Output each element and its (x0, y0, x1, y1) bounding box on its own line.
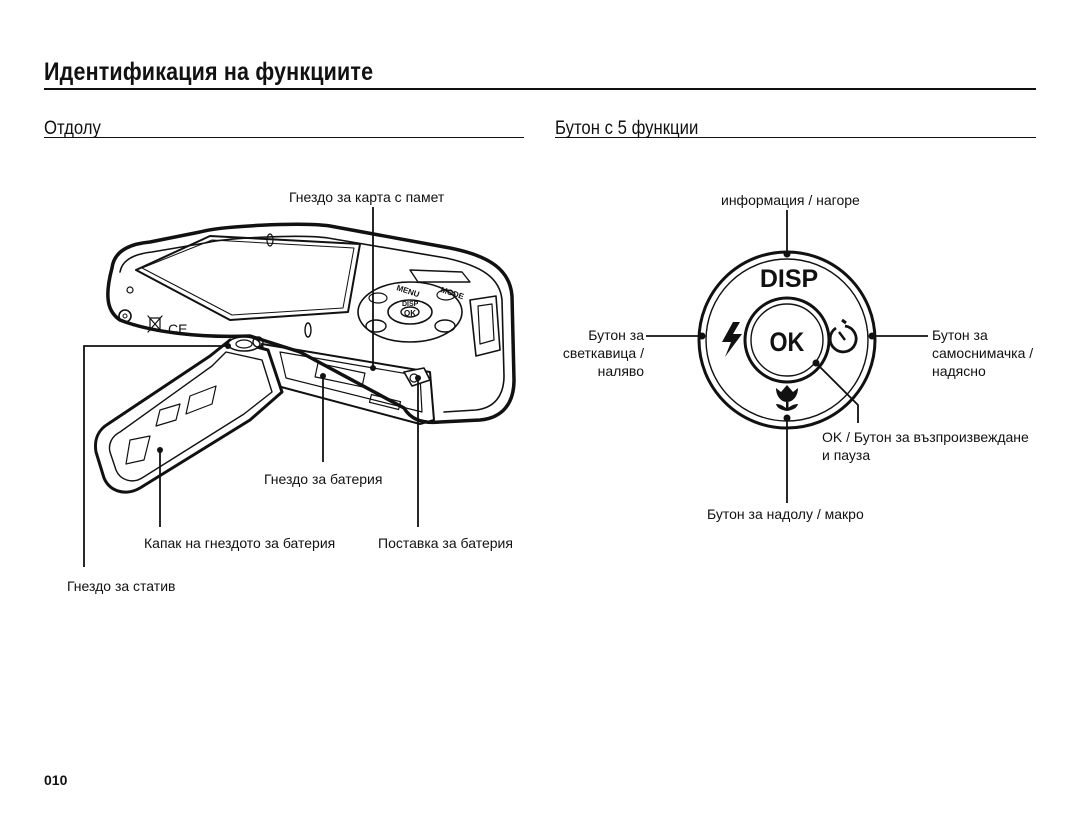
label-battery-cover: Капак на гнездото за батерия (144, 535, 336, 551)
section-heading-5-function-button: Бутон с 5 функции (555, 118, 699, 139)
camera-ok-marking: OK (404, 309, 416, 318)
label-dial-left: Бутон за светкавица / наляво (536, 326, 644, 380)
section-heading-bottom: Отдолу (44, 118, 101, 139)
page-title: Идентификация на функциите (44, 58, 374, 86)
label-dial-right-line1: Бутон за (932, 327, 988, 343)
label-dial-left-line2: светкавица / (562, 345, 644, 361)
control-cluster (357, 281, 463, 343)
label-memory-card-slot: Гнездо за карта с памет (289, 189, 445, 205)
right-leader-lines (646, 210, 928, 503)
page-number: 010 (44, 772, 68, 788)
label-dial-ok-line2: и пауза (822, 447, 871, 463)
label-tripod-socket: Гнездо за статив (67, 578, 176, 594)
label-dial-up: информация / нагоре (721, 192, 860, 208)
title-divider (44, 88, 1036, 90)
label-dial-down: Бутон за надолу / макро (707, 506, 864, 522)
camera-bottom-illustration (94, 222, 516, 494)
macro-icon[interactable] (776, 385, 798, 411)
self-timer-icon[interactable] (828, 318, 858, 354)
lcd-screen (135, 235, 361, 321)
label-dial-left-line1: Бутон за (588, 327, 644, 343)
right-leader-dots (698, 250, 876, 422)
dial-disp-label[interactable]: DISP (760, 265, 818, 293)
label-dial-ok-line1: OK / Бутон за възпроизвеждане (822, 429, 1029, 445)
label-dial-right-line2: самоснимачка / (932, 345, 1034, 361)
label-dial-right: Бутон за самоснимачка / надясно (932, 326, 1033, 380)
camera-disp-marking: DISP (402, 301, 419, 308)
camera-ce-marking: CE (168, 321, 187, 337)
label-dial-right-line3: надясно (932, 363, 986, 379)
flash-icon[interactable] (722, 322, 742, 357)
battery-cover (94, 338, 284, 494)
label-battery-slot: Гнездо за батерия (264, 471, 383, 487)
camera-menu-marking: MENU (395, 283, 420, 299)
section-divider-right (555, 137, 1036, 138)
label-dial-ok: OK / Бутон за възпроизвеждане и пауза (822, 428, 1029, 464)
dial-ok-button[interactable]: OK (769, 327, 804, 357)
label-battery-holder: Поставка за батерия (378, 535, 513, 551)
label-dial-left-line3: наляво (597, 363, 644, 379)
left-leader-lines (83, 207, 419, 567)
section-divider-left (44, 137, 524, 138)
left-leader-dots (157, 343, 421, 453)
